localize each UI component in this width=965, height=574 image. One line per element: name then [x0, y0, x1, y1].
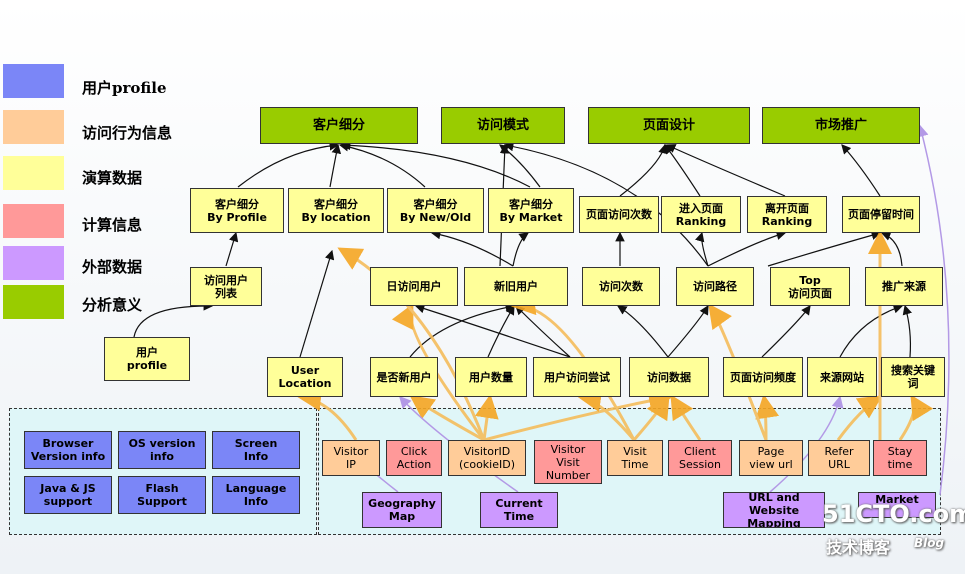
- page-view-url: Page view url: [739, 440, 803, 476]
- legend-swatch-profile: [3, 64, 64, 98]
- user-count: 用户数量: [455, 357, 527, 397]
- legend-swatch-behavior: [3, 110, 64, 144]
- top-pages: Top 访问页面: [770, 267, 850, 306]
- legend-label-computed: 计算信息: [82, 216, 143, 234]
- analysis-segment: 客户细分: [260, 107, 418, 144]
- legend-label-external: 外部数据: [82, 258, 143, 276]
- user-profile: 用户 profile: [104, 337, 190, 381]
- analysis-page-design: 页面设计: [588, 107, 750, 144]
- screen-info: Screen Info: [212, 431, 300, 469]
- click-action: Click Action: [386, 440, 442, 476]
- visit-data: 访问数据: [629, 357, 709, 397]
- visit-path: 访问路径: [676, 267, 754, 306]
- user-visit-attempts: 用户访问尝试: [533, 357, 621, 397]
- visitor-ip: Visitor IP: [322, 440, 380, 476]
- daily-visitors: 日访问用户: [370, 267, 458, 306]
- visitor-list: 访问用户 列表: [190, 267, 262, 306]
- legend-swatch-external: [3, 246, 64, 280]
- url-website-mapping: URL and Website Mapping: [723, 492, 825, 528]
- legend-swatch-derived: [3, 156, 64, 190]
- is-new-user: 是否新用户: [370, 357, 438, 397]
- visitor-id: VisitorID (cookieID): [448, 440, 526, 476]
- language-info: Language Info: [212, 476, 300, 514]
- seg-by-newold: 客户细分 By New/Old: [387, 188, 484, 233]
- legend-label-behavior: 访问行为信息: [82, 124, 173, 142]
- search-keyword: 搜索关键 词: [881, 357, 945, 397]
- legend-swatch-analysis: [3, 285, 64, 319]
- promo-source: 推广来源: [865, 267, 943, 306]
- entry-page-ranking: 进入页面 Ranking: [661, 196, 741, 233]
- exit-page-ranking: 离开页面 Ranking: [747, 196, 827, 233]
- legend-label-profile: 用户profile: [82, 79, 167, 97]
- visit-count: 访问次数: [582, 267, 660, 306]
- stay-time: Stay time: [873, 440, 927, 476]
- geography-map: Geography Map: [362, 492, 442, 528]
- analysis-pattern: 访问模式: [441, 107, 565, 144]
- refer-url: Refer URL: [808, 440, 870, 476]
- source-website: 来源网站: [807, 357, 877, 397]
- market-data: Market: [858, 492, 936, 518]
- new-old-users: 新旧用户: [464, 267, 568, 306]
- visit-time: Visit Time: [607, 440, 663, 476]
- watermark-blog: Blog: [914, 536, 945, 550]
- watermark-site: 51CTO.com: [822, 500, 965, 528]
- os-version-info: OS version info: [118, 431, 206, 469]
- seg-by-market: 客户细分 By Market: [488, 188, 574, 233]
- flash-support: Flash Support: [118, 476, 206, 514]
- browser-version-info: Browser Version info: [24, 431, 112, 469]
- page-visit-frequency: 页面访问频度: [723, 357, 803, 397]
- seg-by-profile: 客户细分 By Profile: [190, 188, 284, 233]
- orange-arrows: [297, 230, 934, 442]
- user-location: User Location: [267, 357, 343, 397]
- visitor-visit-number: Visitor Visit Number: [534, 440, 602, 484]
- black-arrows: [133, 140, 912, 358]
- page-visit-count: 页面访问次数: [579, 196, 659, 233]
- watermark-sub: 技术博客: [826, 538, 891, 557]
- seg-by-location: 客户细分 By location: [288, 188, 384, 233]
- client-session: Client Session: [668, 440, 732, 476]
- legend-swatch-computed: [3, 204, 64, 238]
- current-time: Current Time: [480, 492, 558, 528]
- legend-label-derived: 演算数据: [82, 169, 143, 187]
- analysis-marketing: 市场推广: [762, 107, 920, 144]
- page-dwell-time: 页面停留时间: [842, 196, 920, 233]
- java-js-support: Java & JS support: [24, 476, 112, 514]
- legend-label-analysis: 分析意义: [82, 296, 143, 314]
